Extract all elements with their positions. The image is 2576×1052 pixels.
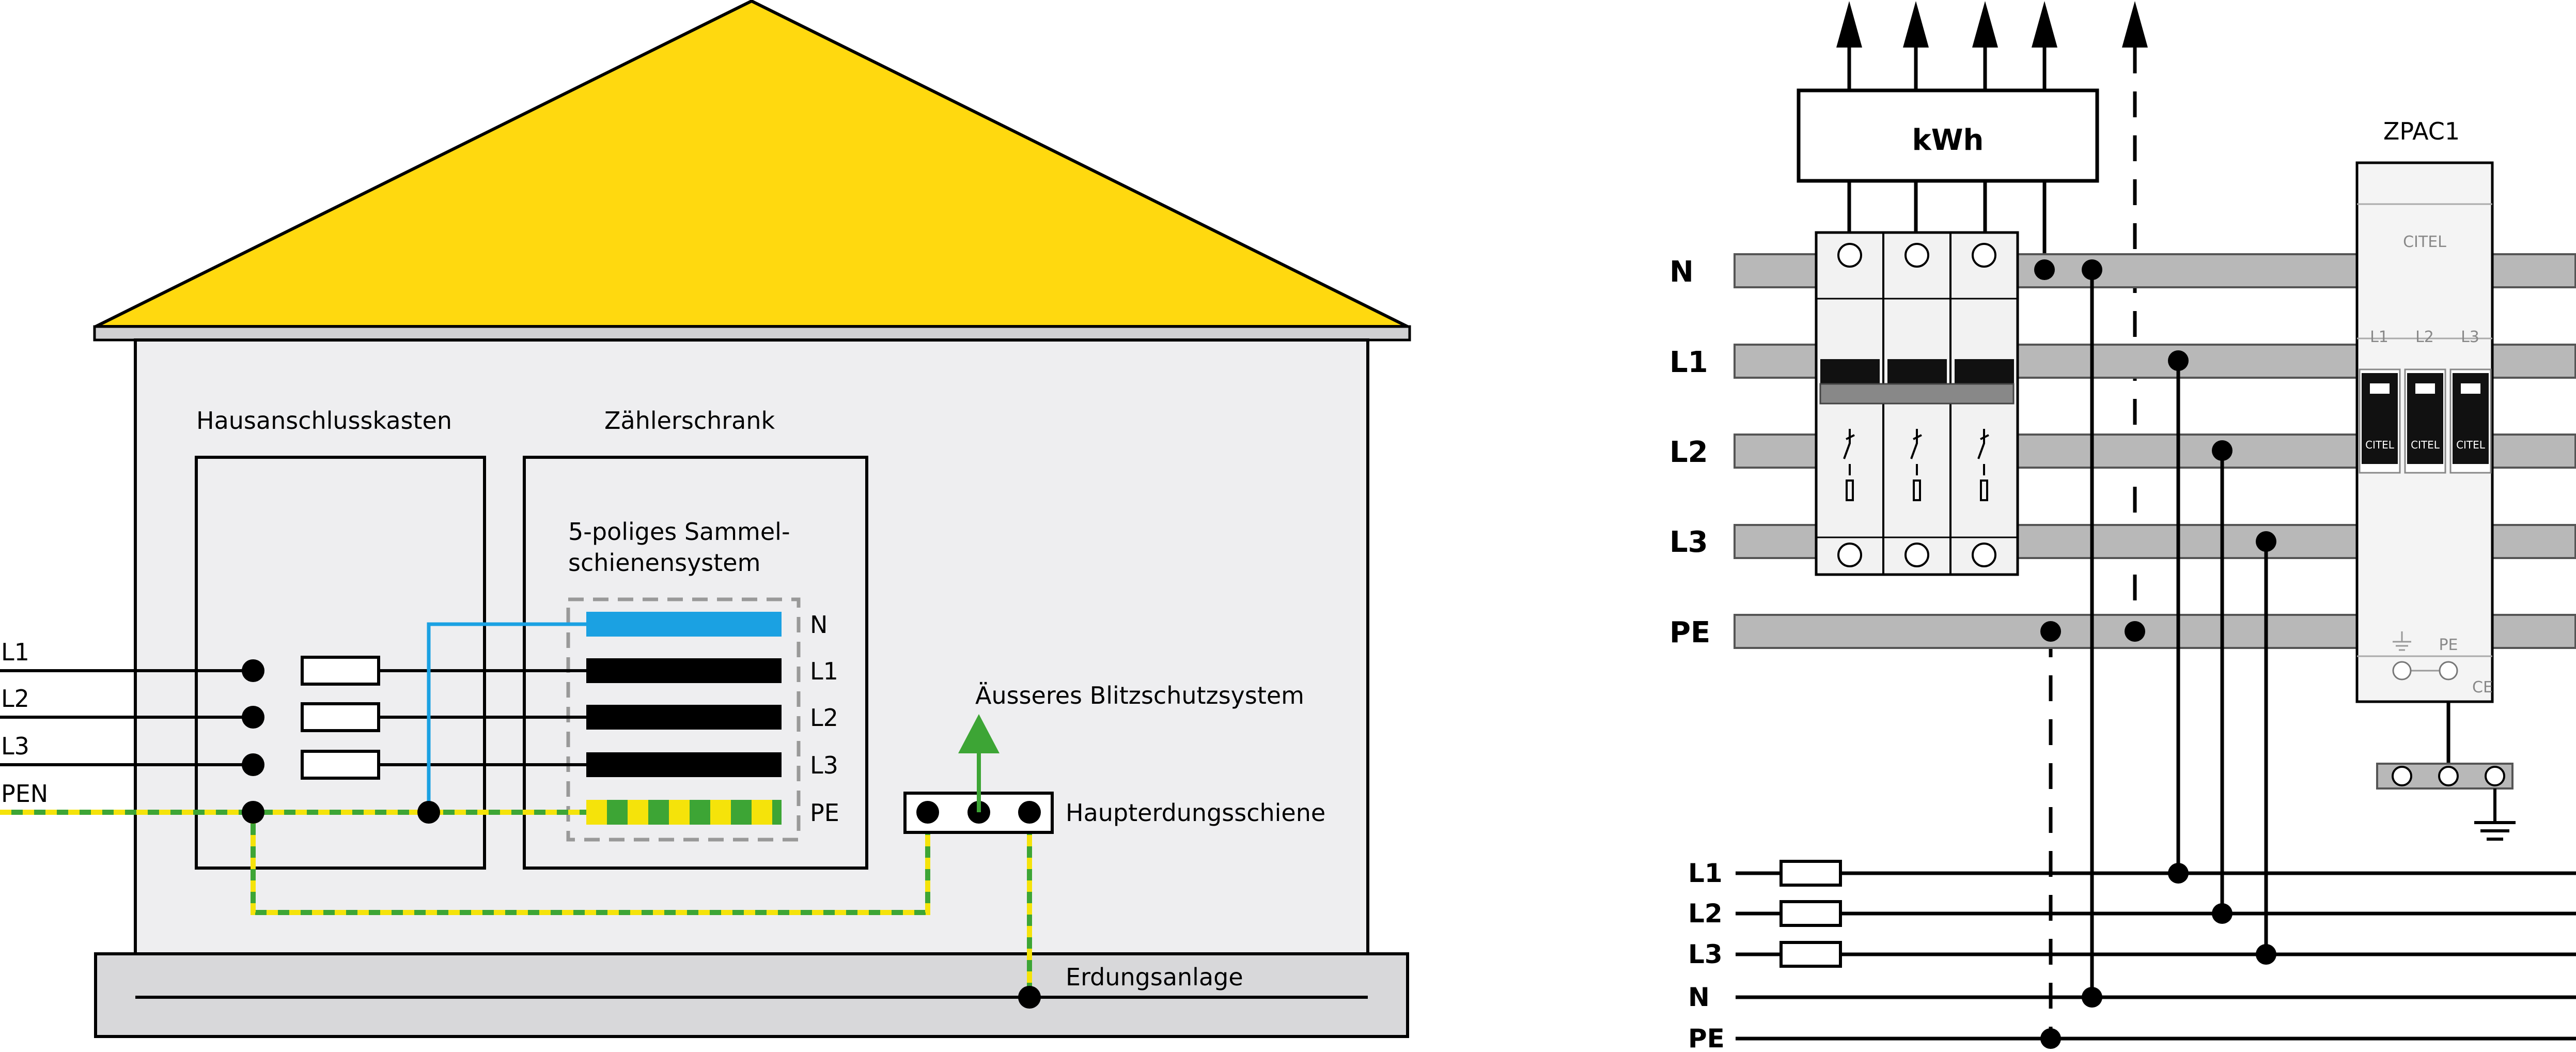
schematic-label-l3: L3 [1669,525,1708,559]
bottom-label-l1: L1 [1688,858,1723,888]
main-circuit-breaker [1815,231,2019,576]
feeder-fuse-l2 [1779,900,1842,927]
bar-label-n: N [810,611,828,639]
terminal-screw-icon [2439,661,2458,680]
terminal-screw-icon [2392,766,2412,786]
device-pe-label: PE [2439,636,2458,654]
bar-label-l2: L2 [810,704,838,732]
bottom-label-l2: L2 [1688,899,1723,929]
schematic-label-n: N [1669,255,1694,289]
switch-symbol-icon [1843,429,1989,501]
arrow-up-icon [2122,1,2148,48]
house-wall [134,338,1369,955]
feeder-fuse-l1 [1779,860,1842,887]
module-label-l2: L2 [2415,328,2434,346]
arrow-up-icon [1836,1,1862,48]
busbar-l3 [586,752,782,777]
blitzschutz-arrow-icon [958,714,1000,753]
feeder-fuse-l3 [1779,941,1842,968]
house-illustration: Hausanschlusskasten Zählerschrank 5-poli… [0,0,1411,1038]
bar-label-l3: L3 [810,751,838,779]
zaehlerschrank-title: Zählerschrank [604,407,775,435]
sammelschienen-label-2: schienensystem [568,549,760,577]
haupterdungsschiene-label: Haupterdungsschiene [1066,799,1325,827]
earth-electrode-dot [1018,986,1041,1009]
output-arrows [1836,1,2148,90]
input-label-pen: PEN [1,780,48,808]
junction-dot [242,706,264,729]
fuse-l2 [301,702,380,732]
roof-eave [93,325,1411,342]
terminal-dot [916,801,939,824]
schematic-junctions [2034,259,2276,1049]
zaehlerschrank-box [523,456,868,870]
junction-dot [242,659,264,682]
arrow-up-icon [1903,1,1929,48]
module-brand-1: CITEL [2365,439,2395,451]
schematic-label-l2: L2 [1669,436,1708,469]
blitzschutz-label: Äusseres Blitzschutzsystem [975,682,1304,709]
device-brand: CITEL [2403,233,2446,251]
neutral-conductor [427,622,586,812]
pen-conductor [0,810,1032,997]
kwh-label: kWh [1912,123,1984,157]
surge-protection-device: CITEL L1 L2 L3 CITEL CITEL CITEL [2355,161,2494,703]
hausanschlusskasten-title: Hausanschlusskasten [196,407,452,435]
bar-label-pe: PE [810,799,839,827]
bottom-label-l3: L3 [1688,939,1723,969]
arrow-up-icon [2032,1,2057,48]
junction-dot [242,753,264,776]
input-label-l2: L2 [1,685,29,713]
junction-dot [417,801,440,824]
input-label-l1: L1 [1,638,29,666]
module-brand-2: CITEL [2411,439,2440,451]
kwh-meter-box [1797,88,2099,183]
busbar-l1 [586,658,782,683]
terminal-dot [1018,801,1041,824]
bar-label-l1: L1 [810,657,838,685]
module-label-l3: L3 [2461,328,2479,346]
module-brand-3: CITEL [2456,439,2486,451]
fuse-l3 [301,750,380,780]
module-label-l1: L1 [2370,328,2388,346]
foundation [94,952,1409,1038]
busbar-n [586,612,782,637]
terminal-screw-icon [2485,766,2505,786]
ground-symbol-icon [2393,631,2411,651]
wiring-schematic: kWh N L1 L2 L3 PE [1669,1,2576,1052]
sammelschienen-label-1: 5-poliges Sammel- [568,518,790,546]
input-label-l3: L3 [1,732,29,760]
protection-modules [2359,368,2492,474]
busbar-dashed-frame [566,597,801,842]
bottom-label-n: N [1688,982,1710,1012]
busbar-pe [586,800,782,825]
arrow-up-icon [1972,1,1998,48]
device-label: ZPAC1 [2383,117,2460,145]
schematic-label-pe: PE [1669,616,1710,649]
schematic-label-l1: L1 [1669,346,1708,379]
busbar-l2 [586,705,782,730]
hausanschlusskasten-box [195,456,486,870]
junction-dot [242,801,264,824]
bottom-label-pe: PE [1688,1024,1725,1052]
house-roof [95,0,1409,328]
earth-ground-icon [2474,788,2516,841]
fuse-l1 [301,656,380,686]
ce-mark: CE [2472,678,2493,697]
terminal-screw-icon [2392,661,2412,680]
erdungsanlage-label: Erdungsanlage [1066,963,1243,991]
terminal-screw-icon [2438,766,2459,786]
